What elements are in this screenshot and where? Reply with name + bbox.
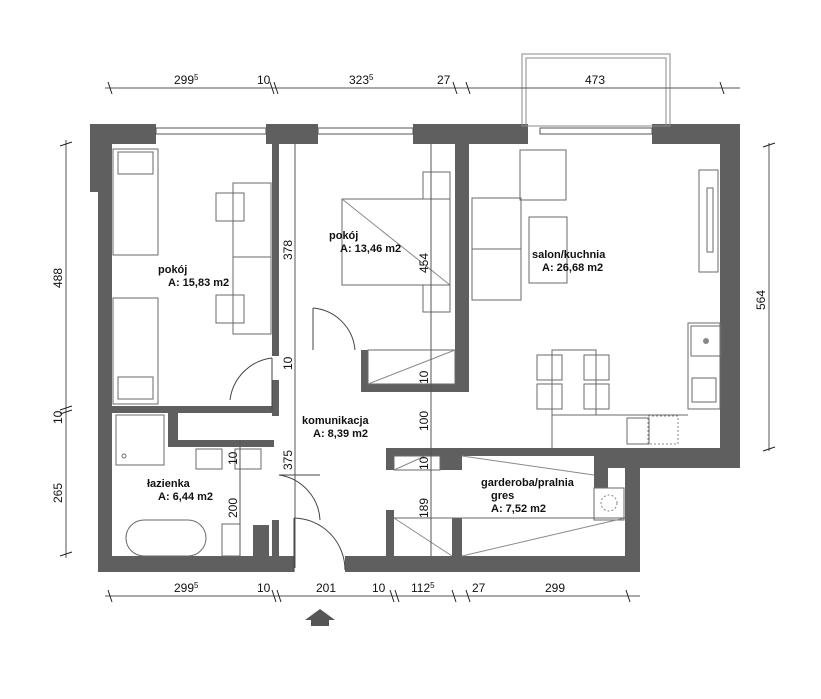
dim-left-0: 488 [51, 268, 65, 288]
dim-bottom-2: 201 [316, 581, 336, 595]
entrance-arrow-icon [305, 609, 335, 626]
room-garderoba-sub: gres [491, 490, 514, 502]
dim-bottom-3: 10 [372, 581, 386, 595]
dim-int-375: 375 [281, 450, 295, 470]
dim-left-2: 265 [51, 483, 65, 503]
dim-right-0: 564 [754, 290, 768, 310]
dim-int-10b: 10 [417, 370, 431, 384]
dim-bottom-5: 27 [472, 581, 486, 595]
dim-int-200: 200 [226, 498, 240, 518]
room-komunikacja-area: A: 8,39 m2 [313, 428, 368, 440]
room-pokoj-1-name: pokój [158, 264, 187, 276]
dim-int-10c: 10 [417, 456, 431, 470]
dimension-lines [59, 81, 776, 603]
furniture [112, 148, 722, 557]
room-garderoba-name: garderoba/pralnia [481, 477, 575, 489]
walls [90, 124, 740, 572]
room-labels: pokój A: 15,83 m2 pokój A: 13,46 m2 salo… [147, 230, 606, 515]
dim-int-10a: 10 [281, 356, 295, 370]
room-garderoba-area: A: 7,52 m2 [491, 503, 546, 515]
dim-top-1: 10 [257, 73, 271, 87]
dim-top-3: 27 [437, 73, 451, 87]
dim-bottom-4: 1125 [411, 581, 435, 595]
room-pokoj-2-name: pokój [329, 230, 358, 242]
dim-int-454: 454 [417, 253, 431, 273]
dim-left-1: 10 [51, 410, 65, 424]
room-lazienka-name: łazienka [147, 478, 191, 490]
dim-bottom-1: 10 [257, 581, 271, 595]
room-lazienka-area: A: 6,44 m2 [158, 491, 213, 503]
room-pokoj-1-area: A: 15,83 m2 [168, 277, 229, 289]
dim-int-189: 189 [417, 498, 431, 518]
room-salon-name: salon/kuchnia [532, 249, 606, 261]
room-pokoj-2-area: A: 13,46 m2 [340, 243, 401, 255]
dim-top-2: 3235 [349, 73, 374, 87]
doors [229, 307, 356, 572]
room-komunikacja-name: komunikacja [302, 415, 370, 427]
dim-bottom-0: 2995 [174, 581, 199, 595]
dim-int-10d: 10 [226, 451, 240, 465]
windows [155, 53, 671, 135]
dim-int-100: 100 [417, 411, 431, 431]
dim-top-0: 2995 [174, 73, 199, 87]
dimension-labels: 2995 10 3235 27 473 2995 10 201 10 1125 … [51, 73, 768, 595]
dim-top-4: 473 [585, 73, 605, 87]
dim-int-378: 378 [281, 240, 295, 260]
dim-bottom-6: 299 [545, 581, 565, 595]
room-salon-area: A: 26,68 m2 [542, 262, 603, 274]
